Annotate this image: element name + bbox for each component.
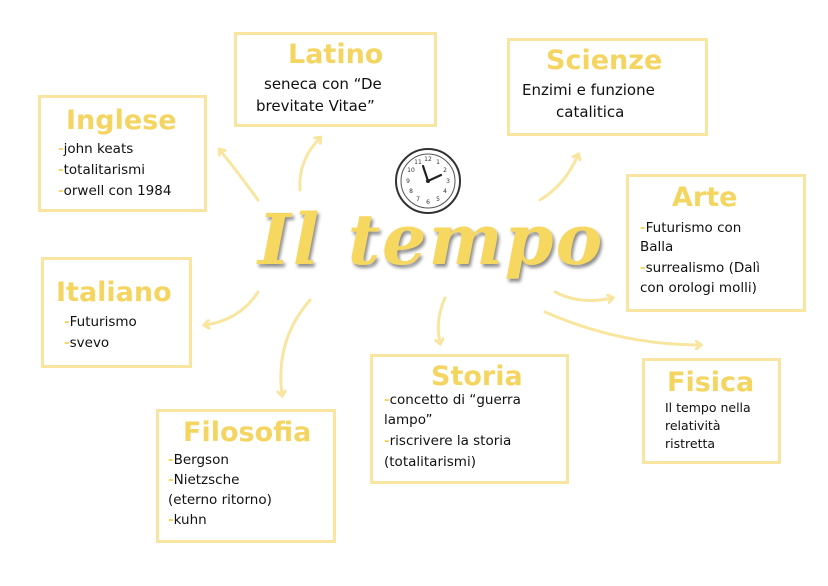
- fisica-line: ristretta: [665, 436, 716, 451]
- latino-line: brevitate Vitae”: [256, 97, 375, 115]
- inglese-title: Inglese: [66, 105, 177, 136]
- bullet-dash: -: [640, 220, 646, 236]
- inglese-line: -totalitarismi: [58, 162, 146, 178]
- scienze-line: catalitica: [556, 103, 625, 121]
- svg-text:11: 11: [414, 159, 422, 166]
- arrow-icon: [220, 150, 260, 202]
- filosofia-line: (eterno ritorno): [168, 492, 272, 508]
- arrow-icon: [543, 310, 700, 345]
- svg-text:12: 12: [424, 156, 432, 163]
- storia-title: Storia: [431, 361, 523, 392]
- arte-box: [626, 174, 806, 312]
- arrow-icon: [205, 290, 260, 325]
- bullet-dash: -: [168, 452, 174, 468]
- arte-line: Balla: [640, 239, 674, 255]
- bullet-dash: -: [64, 335, 70, 351]
- storia-line: lampo”: [384, 412, 433, 428]
- arrow-icon: [553, 290, 612, 300]
- fisica-line: Il tempo nella: [665, 400, 751, 415]
- filosofia-line: -Bergson: [168, 452, 229, 468]
- svg-text:2: 2: [443, 167, 447, 174]
- inglese-line: -orwell con 1984: [58, 183, 172, 199]
- arrow-icon: [438, 296, 447, 343]
- center-title: Il tempo: [258, 198, 605, 281]
- arte-line: con orologi molli): [640, 280, 757, 296]
- storia-line: -concetto di “guerra: [384, 392, 521, 408]
- fisica-box: [642, 358, 781, 464]
- arte-title: Arte: [672, 182, 738, 213]
- arte-line: -Futurismo con: [640, 220, 742, 236]
- bullet-dash: -: [168, 512, 174, 528]
- svg-text:3: 3: [446, 178, 450, 185]
- bullet-dash: -: [384, 433, 390, 449]
- latino-box: [234, 32, 437, 127]
- bullet-dash: -: [640, 260, 646, 276]
- scienze-title: Scienze: [546, 45, 663, 76]
- bullet-dash: -: [58, 162, 64, 178]
- storia-line: (totalitarismi): [384, 454, 476, 470]
- bullet-dash: -: [384, 392, 390, 408]
- scienze-line: Enzimi e funzione: [522, 81, 655, 99]
- storia-line: -riscrivere la storia: [384, 433, 512, 449]
- italiano-line: -Futurismo: [64, 314, 137, 330]
- italiano-title: Italiano: [56, 277, 172, 308]
- fisica-line: relatività: [665, 418, 721, 433]
- bullet-dash: -: [168, 472, 174, 488]
- bullet-dash: -: [64, 314, 70, 330]
- svg-text:7: 7: [416, 196, 420, 203]
- filosofia-box: [156, 409, 336, 543]
- svg-text:1: 1: [436, 159, 440, 166]
- scienze-box: [507, 38, 708, 136]
- arrow-icon: [298, 138, 320, 192]
- arrow-icon: [538, 155, 578, 202]
- filosofia-title: Filosofia: [183, 417, 312, 448]
- svg-text:10: 10: [407, 167, 415, 174]
- bullet-dash: -: [58, 141, 64, 157]
- filosofia-line: -Nietzsche: [168, 472, 240, 488]
- svg-text:8: 8: [409, 188, 413, 195]
- svg-text:5: 5: [436, 196, 440, 203]
- svg-text:4: 4: [443, 188, 447, 195]
- arte-line: -surrealismo (Dalì: [640, 260, 761, 276]
- italiano-box: [41, 257, 192, 368]
- italiano-line: -svevo: [64, 335, 110, 351]
- latino-title: Latino: [288, 39, 384, 70]
- fisica-title: Fisica: [667, 367, 755, 398]
- svg-text:6: 6: [426, 199, 430, 206]
- latino-line: seneca con “De: [264, 75, 382, 93]
- arrow-icon: [281, 298, 312, 395]
- storia-box: [370, 354, 569, 484]
- svg-text:9: 9: [406, 178, 410, 185]
- inglese-line: -john keats: [58, 141, 134, 157]
- inglese-box: [38, 95, 207, 212]
- bullet-dash: -: [58, 183, 64, 199]
- filosofia-line: -kuhn: [168, 512, 207, 528]
